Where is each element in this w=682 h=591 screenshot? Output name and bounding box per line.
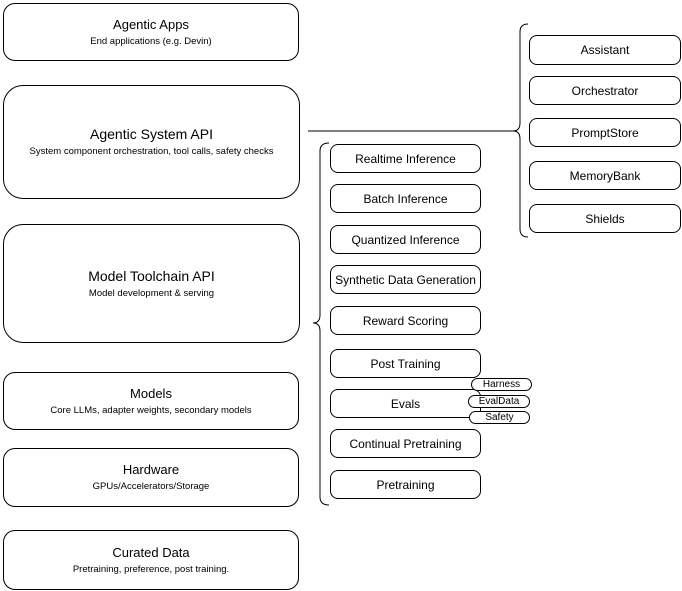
toolchain-item-label: Evals (390, 396, 421, 411)
toolchain-item-label: Continual Pretraining (349, 436, 462, 451)
node-subtitle: System component orchestration, tool cal… (29, 146, 274, 157)
components-brace (512, 23, 529, 238)
component-shields: Shields (529, 204, 681, 233)
node-title: Models (130, 385, 172, 401)
toolchain-item-label: Quantized Inference (351, 232, 460, 247)
eval-tag-evaldata: EvalData (468, 395, 530, 408)
component-assistant: Assistant (529, 35, 681, 65)
toolchain-item-realtime-inference: Realtime Inference (330, 144, 481, 173)
toolchain-item-synthetic-data-generation: Synthetic Data Generation (330, 265, 481, 294)
node-models: Models Core LLMs, adapter weights, secon… (3, 372, 299, 430)
toolchain-item-reward-scoring: Reward Scoring (330, 306, 481, 335)
node-title: Agentic Apps (113, 16, 189, 32)
toolchain-item-label: Realtime Inference (355, 151, 456, 166)
toolchain-item-label: Reward Scoring (362, 313, 449, 328)
node-title: Curated Data (112, 544, 190, 560)
eval-tag-harness: Harness (471, 378, 532, 391)
eval-tag-safety: Safety (469, 411, 530, 424)
toolchain-item-batch-inference: Batch Inference (330, 184, 481, 213)
node-title: Hardware (122, 462, 180, 477)
node-agentic-system-api: Agentic System API System component orch… (3, 85, 300, 199)
component-label: MemoryBank (569, 168, 641, 183)
component-label: Orchestrator (571, 83, 639, 98)
node-subtitle: Model development & serving (88, 287, 215, 299)
eval-tag-label: EvalData (478, 396, 520, 407)
node-subtitle: Core LLMs, adapter weights, secondary mo… (50, 404, 252, 416)
node-curated-data: Curated Data Pretraining, preference, po… (3, 530, 299, 590)
toolchain-item-label: Post Training (370, 356, 441, 371)
toolchain-item-pretraining: Pretraining (330, 470, 481, 499)
component-label: Assistant (580, 43, 630, 57)
eval-tag-label: Harness (482, 379, 521, 390)
node-subtitle: Pretraining, preference, post training. (72, 563, 230, 575)
component-promptstore: PromptStore (529, 118, 681, 147)
node-subtitle: End applications (e.g. Devin) (90, 35, 212, 47)
toolchain-item-continual-pretraining: Continual Pretraining (330, 429, 481, 458)
component-label: PromptStore (571, 125, 639, 140)
node-model-toolchain-api: Model Toolchain API Model development & … (3, 224, 300, 343)
toolchain-item-label: Synthetic Data Generation (335, 272, 476, 287)
node-subtitle: GPUs/Accelerators/Storage (92, 481, 210, 492)
toolchain-item-label: Batch Inference (363, 191, 448, 206)
node-title: Model Toolchain API (88, 267, 215, 284)
component-label: Shields (585, 211, 625, 226)
toolchain-item-post-training: Post Training (330, 349, 481, 378)
node-title: Agentic System API (90, 126, 213, 142)
component-memorybank: MemoryBank (529, 161, 681, 190)
toolchain-brace (312, 142, 330, 506)
node-agentic-apps: Agentic Apps End applications (e.g. Devi… (3, 3, 299, 61)
node-hardware: Hardware GPUs/Accelerators/Storage (3, 448, 299, 507)
eval-tag-label: Safety (485, 412, 514, 423)
toolchain-item-label: Pretraining (376, 477, 435, 492)
toolchain-item-evals: Evals (330, 389, 481, 418)
component-orchestrator: Orchestrator (529, 76, 681, 105)
toolchain-item-quantized-inference: Quantized Inference (330, 225, 481, 254)
